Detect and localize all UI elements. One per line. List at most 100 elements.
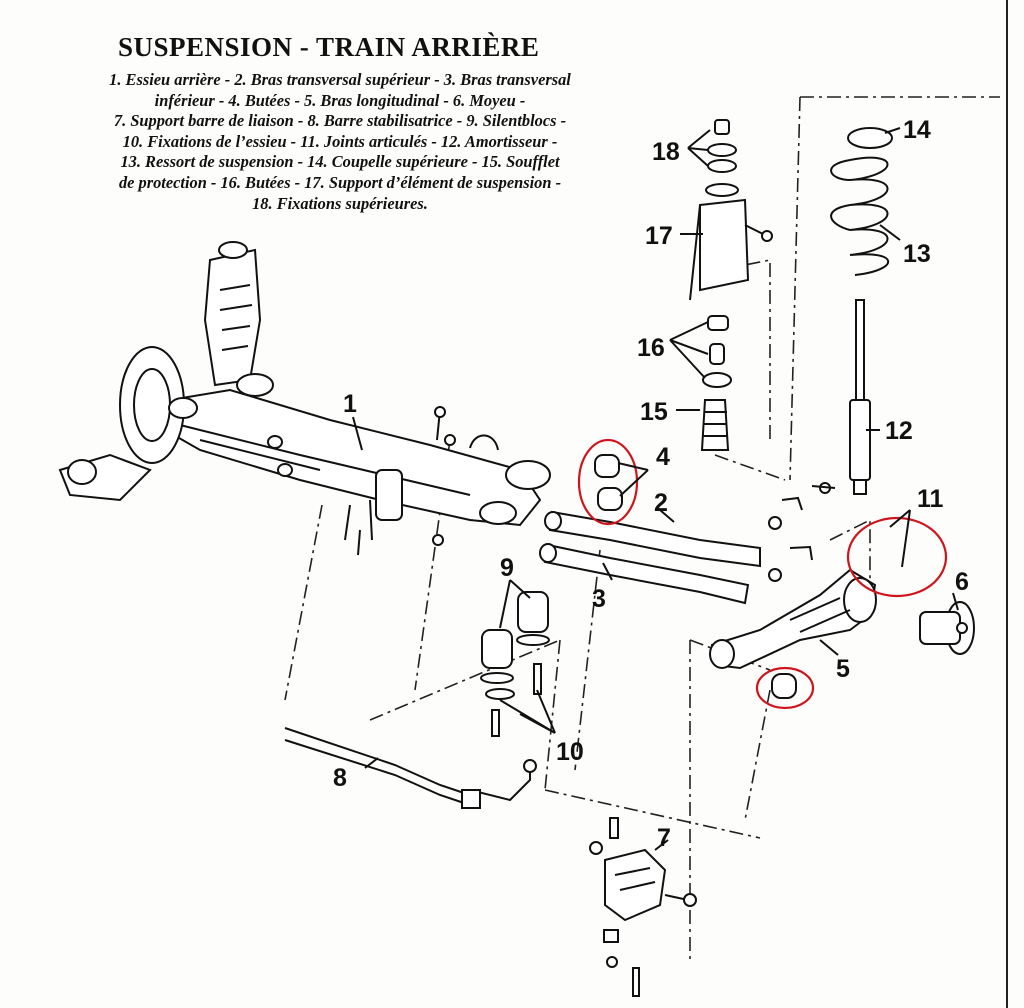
transverse-arms-drawing	[539, 482, 831, 605]
stop	[594, 454, 620, 478]
callout-17: 17	[645, 222, 673, 250]
highlight-circle	[846, 516, 948, 598]
callout-4: 4	[656, 443, 670, 471]
bolt-head	[434, 406, 446, 418]
washer	[485, 688, 515, 700]
assembly-line	[714, 454, 786, 481]
hub-body	[919, 611, 961, 645]
callout-9: 9	[500, 554, 514, 582]
silentbloc	[505, 460, 551, 490]
arm-eye	[709, 639, 735, 669]
arm-eye	[539, 543, 557, 563]
brake-line	[469, 434, 499, 451]
washer	[705, 183, 739, 197]
diagram-title: SUSPENSION - TRAIN ARRIÈRE	[118, 32, 540, 62]
bolt	[632, 967, 640, 997]
silentbloc	[236, 373, 274, 397]
stop	[597, 487, 623, 511]
axle-edge	[199, 439, 321, 471]
page-border	[1006, 0, 1008, 1008]
leader-lines	[352, 127, 959, 851]
shock-body	[849, 399, 871, 481]
callout-8: 8	[333, 764, 347, 792]
highlight-circle	[755, 666, 815, 710]
lower-transverse-arm	[543, 543, 750, 605]
callout-11: 11	[917, 485, 944, 513]
strut-spring	[219, 284, 253, 351]
leader-line	[654, 839, 669, 851]
highlights	[577, 438, 948, 710]
upper-transverse-arm	[548, 510, 761, 568]
assembly-lines	[284, 96, 1000, 960]
stabilizer-bar-edge	[284, 739, 471, 806]
bushing	[771, 673, 797, 699]
assembly-line	[544, 789, 761, 839]
legend-line: inférieur - 4. Butées - 5. Bras longitud…	[154, 90, 526, 110]
stop	[702, 372, 732, 388]
rear-axle-drawing	[58, 241, 551, 556]
legend-line: 7. Support barre de liaison - 8. Barre s…	[113, 111, 567, 131]
bushing	[67, 459, 97, 485]
bolt-head	[444, 434, 456, 446]
bolt-head	[683, 893, 697, 907]
callout-5: 5	[836, 655, 850, 683]
legend-line: 10. Fixations de l’essieu - 11. Joints a…	[122, 131, 558, 151]
link-end	[523, 759, 537, 773]
assembly-line	[789, 96, 801, 481]
boot-ribs	[703, 411, 728, 437]
clip	[603, 929, 619, 943]
nut	[589, 841, 603, 855]
coil-spring-back	[830, 159, 851, 231]
leader-line	[499, 579, 531, 629]
stabilizer-link	[469, 770, 531, 802]
callout-6: 6	[955, 568, 969, 596]
axle-hole	[277, 463, 293, 477]
callout-14: 14	[903, 116, 931, 144]
bolt	[533, 663, 542, 695]
silentbloc	[517, 591, 549, 633]
callout-16: 16	[637, 334, 665, 362]
washer-clip	[781, 496, 813, 561]
hub-center	[956, 622, 968, 634]
leader-line	[669, 321, 709, 379]
callout-15: 15	[640, 398, 668, 426]
assembly-line	[574, 549, 601, 771]
stabilizer-bar	[284, 727, 471, 796]
leader-line	[352, 416, 363, 451]
stabilizer-bar-drawing	[284, 727, 537, 809]
coil-spring	[849, 156, 890, 276]
stop	[707, 315, 729, 331]
bolt	[609, 817, 619, 839]
shock-bolt	[811, 485, 836, 489]
support-edge	[614, 867, 656, 891]
arm-hub-mount	[843, 577, 877, 623]
leader-line	[884, 127, 901, 134]
assembly-line	[719, 259, 771, 440]
axle-bracket	[375, 469, 403, 521]
leader-line	[499, 689, 556, 734]
top-nut	[714, 119, 730, 135]
strut-top	[218, 241, 248, 259]
axle-edge	[179, 424, 471, 496]
legend-line: de protection - 16. Butées - 17. Support…	[118, 172, 562, 192]
arm-rib	[789, 597, 851, 633]
callout-1: 1	[343, 390, 357, 418]
brake-disc-inner	[133, 368, 171, 442]
nut	[768, 568, 782, 582]
callout-18: 18	[652, 138, 680, 166]
leader-line	[819, 639, 839, 656]
highlight-circle	[577, 438, 639, 526]
washer	[516, 634, 550, 646]
stops-4-drawing	[594, 454, 623, 511]
callout-3: 3	[592, 585, 606, 613]
assembly-line	[284, 504, 323, 701]
strut-support	[699, 198, 750, 292]
legend-line: 1. Essieu arrière - 2. Bras transversal …	[109, 70, 571, 89]
leader-line	[879, 224, 901, 241]
washer	[480, 672, 514, 684]
shock-rod	[855, 299, 865, 401]
arm-eye	[544, 511, 562, 531]
legend: 1. Essieu arrière - 2. Bras transversal …	[60, 70, 620, 214]
legend-line: 13. Ressort de suspension - 14. Coupelle…	[120, 152, 560, 172]
